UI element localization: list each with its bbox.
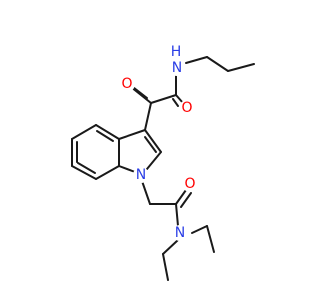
oxygen-amide-bottom-label: O (184, 176, 195, 192)
bond (144, 129, 162, 153)
nitrogen-indole-label: N (136, 167, 146, 183)
pyrrole-ring (118, 129, 162, 173)
bond (206, 225, 215, 253)
label-mask (182, 176, 198, 192)
double-bond (180, 192, 192, 208)
label-mask (119, 76, 135, 92)
nitrogen-amide-bottom-label: N (175, 225, 185, 241)
bond (95, 124, 120, 140)
oxygen-ketone-label: O (121, 76, 132, 92)
bond (175, 189, 187, 205)
double-bond (172, 98, 179, 107)
double-bond-inner (144, 136, 157, 153)
bond (95, 165, 120, 180)
label-mask (179, 100, 195, 116)
atom-labels: O O N H N O N (119, 44, 198, 241)
bond (162, 239, 179, 255)
double-bond-inner (96, 130, 114, 142)
bond (130, 86, 152, 104)
label-mask (169, 60, 185, 76)
bond (118, 129, 146, 140)
glyoxylamide-chain (128, 56, 255, 131)
double-bond-inner (77, 162, 96, 174)
bond (191, 225, 208, 234)
oxygen-amide-top-label: O (181, 100, 192, 116)
diethylacetamide-chain (141, 180, 215, 281)
nitrogen-amide-top-label: N (172, 60, 182, 76)
bond (162, 253, 169, 281)
bond (175, 94, 184, 104)
bond (71, 124, 97, 140)
bond (144, 102, 152, 131)
label-mask (172, 225, 188, 241)
bond (175, 203, 179, 227)
bond (141, 180, 151, 205)
bond (227, 63, 255, 72)
bond (206, 56, 229, 72)
bond (150, 94, 177, 104)
benzene-ring (71, 124, 120, 180)
bond (146, 151, 162, 170)
bond (185, 56, 208, 64)
bond (71, 165, 97, 180)
bond (118, 165, 136, 173)
label-mask (133, 167, 149, 183)
hydrogen-amide-top-label: H (171, 44, 182, 60)
structure-diagram: O O N H N O N (71, 44, 255, 281)
molecule-canvas: O O N H N O N (71, 44, 255, 281)
